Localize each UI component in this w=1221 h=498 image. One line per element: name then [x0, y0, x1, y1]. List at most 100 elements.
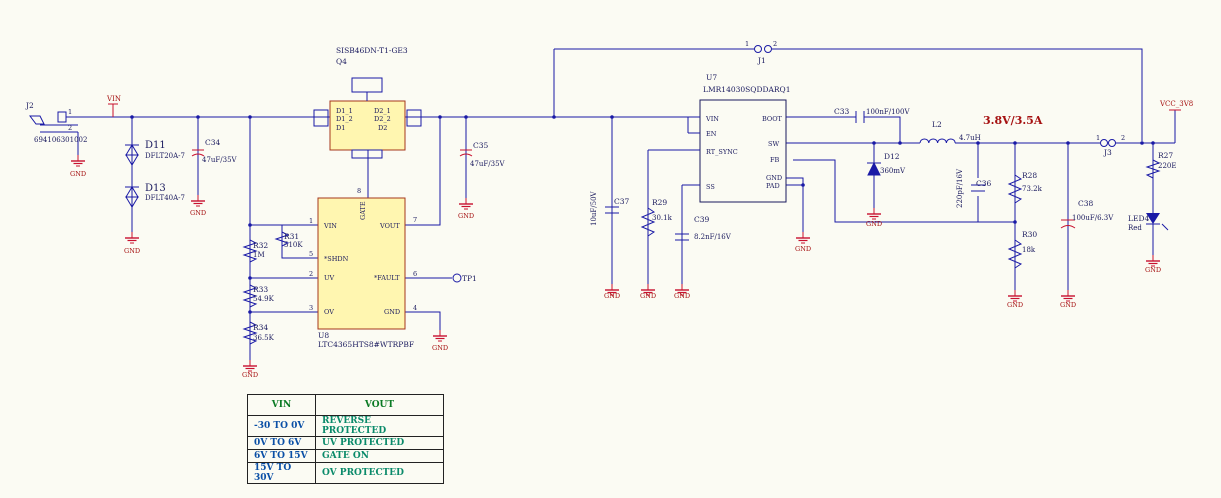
inductor-l2: L2 4.7uH — [919, 120, 981, 144]
svg-text:R30: R30 — [1022, 230, 1037, 239]
table-cell-vin: 6V TO 15V — [247, 449, 316, 463]
svg-text:*SHDN: *SHDN — [324, 255, 349, 263]
svg-text:R29: R29 — [652, 198, 667, 207]
svg-text:DFLT40A-7: DFLT40A-7 — [145, 194, 185, 202]
svg-text:GND: GND — [866, 220, 882, 228]
ic-u7: U7 LMR14030SQDDARQ1 VIN EN RT_SYNC SS BO… — [682, 73, 790, 203]
table-cell-vout: OV PROTECTED — [315, 462, 444, 484]
svg-text:7: 7 — [413, 216, 417, 224]
diode-d13: D13 DFLT40A-7 GND — [124, 183, 185, 255]
table-row: 6V TO 15V GATE ON — [247, 449, 444, 463]
svg-text:694106301002: 694106301002 — [34, 136, 87, 144]
resistor-r33: R33 54.9K — [242, 284, 275, 308]
u7-ground: GND — [795, 231, 811, 253]
svg-text:D1_1: D1_1 — [336, 107, 353, 115]
svg-text:5: 5 — [309, 250, 313, 258]
resistor-r31: R31 510K — [274, 231, 303, 249]
svg-text:GND: GND — [458, 212, 474, 220]
svg-text:Red: Red — [1128, 224, 1142, 232]
svg-text:VIN: VIN — [323, 222, 337, 230]
svg-text:LED4: LED4 — [1128, 214, 1149, 223]
resistor-r27: R27 220E — [1145, 151, 1176, 179]
svg-text:OV: OV — [324, 308, 334, 316]
svg-text:100uF/6.3V: 100uF/6.3V — [1072, 214, 1114, 222]
svg-text:GND: GND — [242, 371, 258, 379]
svg-text:D2_1: D2_1 — [374, 107, 391, 115]
table-cell-vout: REVERSE PROTECTED — [315, 415, 444, 437]
svg-text:3: 3 — [309, 304, 313, 312]
svg-text:SISB46DN-T1-GE3: SISB46DN-T1-GE3 — [336, 46, 408, 55]
svg-text:360mV: 360mV — [880, 167, 906, 175]
svg-text:1: 1 — [1096, 134, 1100, 142]
svg-text:100nF/100V: 100nF/100V — [866, 108, 910, 116]
svg-text:1: 1 — [745, 40, 749, 48]
svg-text:C34: C34 — [205, 138, 221, 147]
svg-text:VIN: VIN — [106, 95, 121, 103]
svg-text:4.7uH: 4.7uH — [959, 134, 981, 142]
svg-text:GND: GND — [432, 344, 448, 352]
svg-text:D2_2: D2_2 — [374, 115, 391, 123]
svg-text:GND: GND — [1145, 266, 1161, 274]
table-cell-vin: 0V TO 6V — [247, 436, 316, 450]
diode-d12: D12 360mV GND — [866, 152, 906, 228]
jumper-j3: 1 2 J3 — [1096, 134, 1125, 157]
svg-text:J2: J2 — [25, 101, 34, 110]
svg-text:DFLT20A-7: DFLT20A-7 — [145, 152, 185, 160]
svg-text:GND: GND — [384, 308, 400, 316]
svg-text:30.1k: 30.1k — [652, 214, 673, 222]
testpoint-tp1: TP1 — [452, 273, 477, 283]
svg-text:R31: R31 — [284, 232, 299, 241]
resistor-r28: R28 73.2k — [1007, 171, 1043, 204]
svg-text:C36: C36 — [976, 179, 992, 188]
svg-text:C39: C39 — [694, 215, 710, 224]
capacitor-c35: C35 47uF/35V GND — [458, 141, 506, 220]
resistor-r29: R29 30.1k GND — [640, 198, 673, 300]
svg-text:8.2nF/16V: 8.2nF/16V — [694, 233, 732, 241]
resistor-r30: R30 18k GND — [1007, 230, 1037, 309]
table-row: -30 TO 0V REVERSE PROTECTED — [247, 415, 444, 437]
table-header-vout: VOUT — [315, 394, 444, 416]
svg-text:8: 8 — [357, 187, 361, 195]
svg-text:GND: GND — [604, 292, 620, 300]
svg-text:2: 2 — [773, 40, 777, 48]
capacitor-c39: C39 8.2nF/16V GND — [674, 215, 732, 300]
connector-j2: J2 1 2 694106301002 GND — [25, 101, 87, 178]
svg-text:GND: GND — [766, 174, 782, 182]
svg-text:18k: 18k — [1022, 246, 1036, 254]
svg-text:BOOT: BOOT — [762, 115, 783, 123]
svg-text:D1: D1 — [336, 124, 345, 132]
svg-text:2: 2 — [1121, 134, 1125, 142]
svg-text:47uF/35V: 47uF/35V — [202, 156, 238, 164]
table-row: 0V TO 6V UV PROTECTED — [247, 436, 444, 450]
svg-text:RT_SYNC: RT_SYNC — [706, 148, 738, 156]
svg-text:1: 1 — [68, 108, 72, 116]
svg-text:GND: GND — [1060, 301, 1076, 309]
svg-text:D1_2: D1_2 — [336, 115, 353, 123]
svg-text:220pF/16V: 220pF/16V — [956, 168, 964, 208]
table-header-row: VIN VOUT — [247, 394, 444, 416]
svg-text:R34: R34 — [253, 323, 268, 332]
svg-text:D2: D2 — [378, 124, 387, 132]
svg-text:6: 6 — [413, 270, 417, 278]
svg-text:10uF/50V: 10uF/50V — [590, 190, 598, 226]
svg-text:73.2k: 73.2k — [1022, 185, 1043, 193]
table-cell-vin: 15V TO 30V — [247, 462, 316, 484]
resistor-r32: R32 1M — [242, 239, 268, 263]
net-label-vin: VIN — [106, 95, 121, 117]
svg-text:36.5K: 36.5K — [253, 334, 275, 342]
mosfet-q4: SISB46DN-T1-GE3 Q4 D1_1 D1_2 D1 D2_1 D2_… — [313, 46, 422, 159]
svg-text:R33: R33 — [253, 285, 268, 294]
svg-text:54.9K: 54.9K — [253, 295, 275, 303]
svg-text:U7: U7 — [706, 73, 717, 82]
svg-text:*FAULT: *FAULT — [374, 274, 400, 282]
svg-text:SS: SS — [706, 183, 715, 191]
svg-text:C37: C37 — [614, 197, 630, 206]
svg-text:47uF/35V: 47uF/35V — [470, 160, 506, 168]
ic-u8: VIN *SHDN UV OV GATE VOUT *FAULT GND 1 5… — [309, 187, 448, 352]
table-cell-vout: GATE ON — [315, 449, 444, 463]
junctions — [130, 115, 1155, 314]
capacitor-c34: C34 47uF/35V GND — [190, 138, 238, 217]
svg-text:LTC4365HTS8#WTRPBF: LTC4365HTS8#WTRPBF — [318, 340, 414, 349]
svg-text:R27: R27 — [1158, 151, 1173, 160]
